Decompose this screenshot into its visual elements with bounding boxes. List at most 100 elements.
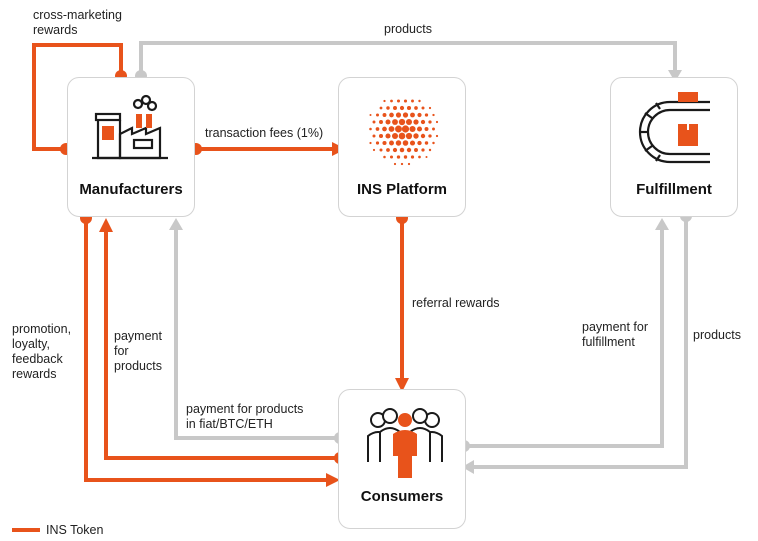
logo-dot xyxy=(411,99,414,103)
logo-dot xyxy=(407,162,411,166)
logo-dot xyxy=(410,112,415,118)
logo-dot xyxy=(409,140,416,146)
logo-dot xyxy=(428,120,432,124)
logo-dot xyxy=(372,120,376,124)
edge-label-products-top: products xyxy=(384,22,432,36)
logo-dot xyxy=(396,155,401,159)
fiat-flows xyxy=(139,41,688,469)
logo-dot xyxy=(382,126,387,132)
logo-dot xyxy=(406,105,412,111)
logo-dot xyxy=(379,106,383,110)
edge-promotion xyxy=(84,218,328,482)
arrowhead xyxy=(395,378,409,392)
logo-dot xyxy=(432,127,435,131)
logo-dot xyxy=(388,126,395,132)
logo-dot xyxy=(414,148,418,152)
logo-dot xyxy=(421,106,425,110)
arrowhead xyxy=(99,218,113,232)
logo-dot xyxy=(399,105,405,111)
node-manufacturers: Manufacturers xyxy=(67,77,195,217)
logo-dot xyxy=(403,155,408,159)
logo-dot xyxy=(385,119,391,125)
logo-dot xyxy=(375,141,380,145)
logo-dot xyxy=(372,148,376,152)
arrowhead xyxy=(169,218,183,230)
logo-dot xyxy=(409,125,416,133)
logo-dot xyxy=(406,147,412,153)
logo-dot xyxy=(378,133,384,139)
logo-dot xyxy=(435,120,439,124)
edge-label-referral-rewards: referral rewards xyxy=(412,296,500,310)
logo-dot xyxy=(424,127,429,131)
edge-label-payment-fiat: payment for products in fiat/BTC/ETH xyxy=(186,402,304,431)
logo-dot xyxy=(395,112,402,118)
logo-dot xyxy=(428,106,432,110)
logo-dot xyxy=(417,140,422,146)
logo-dot xyxy=(369,141,372,145)
logo-dot xyxy=(402,112,409,118)
arrowhead xyxy=(668,70,682,82)
token-flows xyxy=(32,43,404,482)
node-fulfillment: Fulfillment xyxy=(610,77,738,217)
logo-dot xyxy=(369,113,372,117)
logo-dot xyxy=(410,155,415,159)
edge-products-top xyxy=(139,41,677,77)
arrowhead xyxy=(326,473,340,487)
logo-dot xyxy=(421,148,425,152)
logo-dot xyxy=(420,133,426,139)
logo-dot xyxy=(391,132,399,140)
legend: INS Token xyxy=(12,523,103,537)
logo-dot xyxy=(399,147,405,153)
logo-dot xyxy=(398,118,406,126)
logo-dot xyxy=(383,155,386,159)
legend-label-token: INS Token xyxy=(46,523,104,537)
arrowhead xyxy=(462,460,474,474)
logo-dot xyxy=(375,113,380,117)
arrowhead xyxy=(655,218,669,230)
legend-swatch-token xyxy=(12,528,40,532)
logo-dot xyxy=(400,162,404,166)
logo-dot xyxy=(383,99,386,103)
platform-dot-sphere-icon xyxy=(369,99,439,166)
logo-dot xyxy=(418,99,421,103)
logo-dot xyxy=(375,127,380,131)
edge-label-promotion: promotion, loyalty, feedback rewards xyxy=(12,322,72,381)
node-label: Consumers xyxy=(360,488,444,505)
logo-dot xyxy=(386,148,390,152)
edge-label-transaction-fees: transaction fees (1%) xyxy=(205,126,324,140)
logo-dot xyxy=(424,113,429,117)
node-label: Manufacturers xyxy=(79,181,183,198)
logo-dot xyxy=(432,141,435,145)
logo-dot xyxy=(425,155,428,159)
logo-dot xyxy=(402,140,409,146)
logo-dot xyxy=(398,132,406,140)
edge-payment-fulfillment xyxy=(464,228,664,448)
logo-dot xyxy=(420,119,426,125)
logo-dot xyxy=(416,126,423,132)
logo-dot xyxy=(396,99,401,103)
logo-dot xyxy=(390,99,393,103)
logo-dot xyxy=(401,125,410,133)
logo-dot xyxy=(393,162,397,166)
logo-dot xyxy=(424,141,429,145)
edge-payment-products xyxy=(104,230,340,460)
logo-dot xyxy=(392,119,398,125)
logo-dot xyxy=(379,148,383,152)
edge-cross-marketing xyxy=(32,43,123,151)
logo-dot xyxy=(428,134,432,138)
logo-dot xyxy=(395,140,402,146)
logo-dot xyxy=(386,106,390,110)
edge-label-payment-for-products: payment for products xyxy=(114,329,162,373)
logo-dot xyxy=(392,147,398,153)
logo-dot xyxy=(403,99,408,103)
logo-dot xyxy=(413,119,419,125)
logo-dot xyxy=(382,140,387,146)
edge-payment-fiat xyxy=(174,228,340,440)
node-ins-platform: INS Platform xyxy=(338,77,466,217)
logo-dot xyxy=(428,148,432,152)
logo-dot xyxy=(379,120,383,124)
node-consumers: Consumers xyxy=(338,389,466,529)
node-label: Fulfillment xyxy=(636,181,712,198)
logo-dot xyxy=(432,113,435,117)
